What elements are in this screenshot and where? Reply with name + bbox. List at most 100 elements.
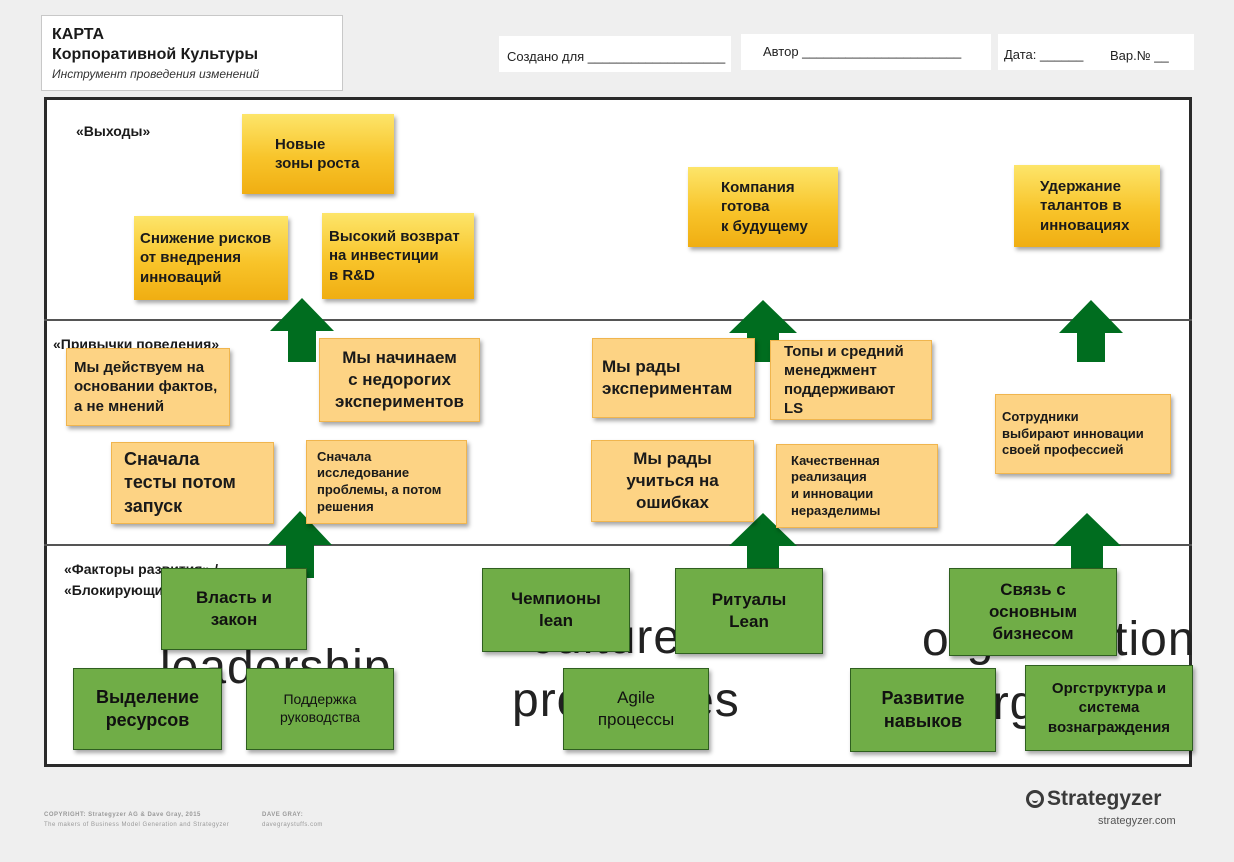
sticky-line: исследование <box>317 465 410 481</box>
sticky-line: Развитие <box>881 687 965 708</box>
sticky-line: Связь с <box>1000 580 1066 600</box>
arrow-up-icon <box>1053 513 1121 578</box>
enabler-sticky[interactable]: Выделение ресурсов <box>73 668 222 750</box>
sticky-line: закон <box>210 610 258 629</box>
enabler-sticky[interactable]: Agile процессы <box>563 668 709 750</box>
sticky-line: Мы начинаем <box>342 348 457 368</box>
sticky-line: в R&D <box>329 266 375 284</box>
sticky-line: выбирают инновации <box>1002 425 1144 441</box>
logo-text: Strategyzer <box>1047 787 1162 810</box>
behavior-sticky[interactable]: Мы действуем на основании фактов, а не м… <box>66 348 230 426</box>
sticky-line: Lean <box>729 612 769 631</box>
outcome-sticky[interactable]: Высокий возврат на инвестиции в R&D <box>322 213 474 299</box>
behavior-sticky[interactable]: Мы начинаем с недорогих экспериментов <box>319 338 480 422</box>
behavior-sticky[interactable]: Топы и средний менеджмент поддерживают L… <box>770 340 932 420</box>
enabler-sticky[interactable]: Развитие навыков <box>850 668 996 752</box>
logo-url[interactable]: strategyzer.com <box>1098 815 1176 827</box>
sticky-line: ошибках <box>636 492 709 512</box>
copyright-text: COPYRIGHT: Strategyzer AG & Dave Gray, 2… <box>44 812 201 818</box>
arrow-up-icon <box>1059 300 1123 362</box>
divider-bottom <box>44 544 1192 546</box>
dave-gray-label: DAVE GRAY: <box>262 812 304 818</box>
sticky-line: экспериментов <box>335 391 464 411</box>
sticky-line: система <box>1078 699 1140 717</box>
sticky-line: Компания <box>721 179 795 197</box>
sticky-line: реализация <box>791 469 867 485</box>
sticky-line: на инвестиции <box>329 247 439 265</box>
sticky-line: а не мнений <box>74 397 165 415</box>
sticky-line: талантов в <box>1040 197 1122 215</box>
sticky-line: Мы рады <box>602 357 681 377</box>
outcome-sticky[interactable]: Компания готова к будущему <box>688 167 838 247</box>
arrow-up-icon <box>729 513 797 578</box>
outcome-sticky[interactable]: Новые зоны роста <box>242 114 394 194</box>
sticky-line: Удержание <box>1040 178 1121 196</box>
date-version-field[interactable]: Дата: ______ Вар.№ __ <box>998 34 1194 70</box>
copyright-subtext: The makers of Business Model Generation … <box>44 822 230 828</box>
sticky-line: Ритуалы <box>711 590 787 610</box>
behavior-sticky[interactable]: Качественная реализация и инновации нера… <box>776 444 938 528</box>
section-label-outcomes: «Выходы» <box>76 123 151 139</box>
sticky-line: вознаграждения <box>1047 718 1171 736</box>
sticky-line: решения <box>317 498 374 514</box>
created-for-field[interactable]: Создано для ___________________ <box>499 36 731 72</box>
sticky-line: Выделение <box>96 686 199 707</box>
sticky-line: проблемы, а потом <box>317 482 442 497</box>
sticky-line: инновациях <box>1040 216 1130 234</box>
enabler-sticky[interactable]: Оргструктура и система вознаграждения <box>1025 665 1193 751</box>
strategyzer-logo-icon <box>1026 790 1044 808</box>
sticky-line: и инновации <box>791 486 874 501</box>
version-label: Вар.№ __ <box>1110 48 1169 63</box>
sticky-line: экспериментам <box>602 379 733 398</box>
sticky-line: основании фактов, <box>74 378 218 396</box>
sticky-line: ресурсов <box>105 710 190 730</box>
sticky-line: неразделимы <box>791 502 881 518</box>
sticky-line: процессы <box>597 710 675 729</box>
sticky-line: Качественная <box>791 452 880 468</box>
sticky-line: с недорогих <box>348 370 451 390</box>
enabler-sticky[interactable]: Власть и закон <box>161 568 307 650</box>
sticky-line: Оргструктура и <box>1051 680 1167 698</box>
enabler-sticky[interactable]: Ритуалы Lean <box>675 568 823 654</box>
outcome-sticky[interactable]: Снижение рисков от внедрения инноваций <box>134 216 288 300</box>
enabler-sticky[interactable]: Чемпионы lean <box>482 568 630 652</box>
sticky-line: к будущему <box>721 217 808 235</box>
sticky-line: Сначала <box>317 448 372 464</box>
sticky-line: lean <box>538 611 574 630</box>
divider-top <box>44 319 1192 321</box>
sticky-line: Сначала <box>124 449 200 470</box>
sticky-line: Снижение рисков <box>140 230 272 248</box>
behavior-sticky[interactable]: Мы рады учиться на ошибках <box>591 440 754 522</box>
section-label-blockers: «Блокирующие» <box>64 582 179 598</box>
behavior-sticky[interactable]: Мы рады экспериментам <box>592 338 755 418</box>
sticky-line: руководства <box>279 709 361 725</box>
map-title-2: Корпоративной Культуры <box>52 46 259 63</box>
sticky-line: от внедрения <box>140 249 241 267</box>
sticky-line: учиться на <box>626 471 719 491</box>
sticky-line: Agile <box>617 688 655 708</box>
sticky-line: менеджмент <box>784 361 877 379</box>
author-field[interactable]: Автор ______________________ <box>741 34 991 70</box>
sticky-line: инноваций <box>140 268 222 286</box>
map-subtitle: Инструмент проведения изменений <box>52 67 260 81</box>
sticky-line: Высокий возврат <box>329 228 460 246</box>
created-for-label: Создано для ___________________ <box>507 49 726 64</box>
dave-gray-site: davegraystuffs.com <box>262 822 323 828</box>
behavior-sticky[interactable]: Сотрудники выбирают инновации своей проф… <box>995 394 1171 474</box>
sticky-line: своей профессией <box>1002 442 1124 458</box>
outcome-sticky[interactable]: Удержание талантов в инновациях <box>1014 165 1160 247</box>
sticky-line: Мы действуем на <box>74 359 205 377</box>
sticky-line: навыков <box>883 711 963 731</box>
sticky-line: Новые <box>275 135 326 153</box>
sticky-line: Власть и <box>196 588 272 608</box>
behavior-sticky[interactable]: Сначала исследование проблемы, а потом р… <box>306 440 467 524</box>
sticky-line: зоны роста <box>275 155 360 172</box>
arrow-up-icon <box>268 511 332 578</box>
sticky-line: запуск <box>124 495 183 516</box>
behavior-sticky[interactable]: Сначала тесты потом запуск <box>111 442 274 524</box>
sticky-line: Поддержка <box>283 691 357 708</box>
enabler-sticky[interactable]: Поддержка руководства <box>246 668 394 750</box>
strategyzer-logo[interactable]: Strategyzer <box>1026 787 1161 811</box>
sticky-line: Мы рады <box>633 449 712 469</box>
enabler-sticky[interactable]: Связь с основным бизнесом <box>949 568 1117 656</box>
